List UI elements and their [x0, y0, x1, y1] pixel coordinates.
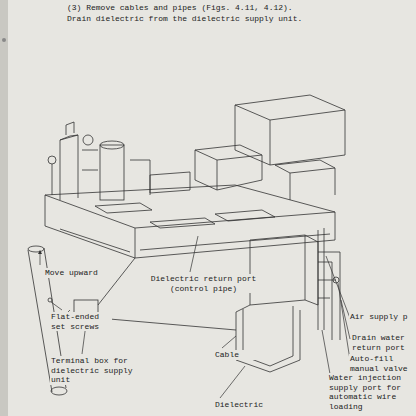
instruction-text: Drain dielectric from the dielectric sup…	[66, 14, 368, 24]
callout-label: Dielectric	[214, 400, 276, 410]
callout-label: Flat-ended set screws	[50, 312, 112, 331]
binding-hole	[2, 38, 6, 42]
leader-lines	[40, 236, 350, 398]
callout-label: Water injection supply port for automati…	[328, 373, 414, 411]
callout-label: Air supply p	[349, 312, 415, 322]
callout-label: Drain water return port	[351, 333, 415, 352]
callout-label: Dielectric return port (control pipe)	[140, 274, 267, 293]
callout-label: Move upward	[44, 268, 116, 278]
machine-body	[28, 95, 345, 395]
callout-label: Cable	[214, 350, 256, 360]
instruction-text: (3) Remove cables and pipes (Figs. 4.11,…	[66, 3, 368, 13]
page-edge	[0, 0, 8, 416]
callout-label: Auto-fill manual valve	[349, 354, 415, 373]
callout-label: Terminal box for dielectric supply unit	[50, 356, 144, 385]
